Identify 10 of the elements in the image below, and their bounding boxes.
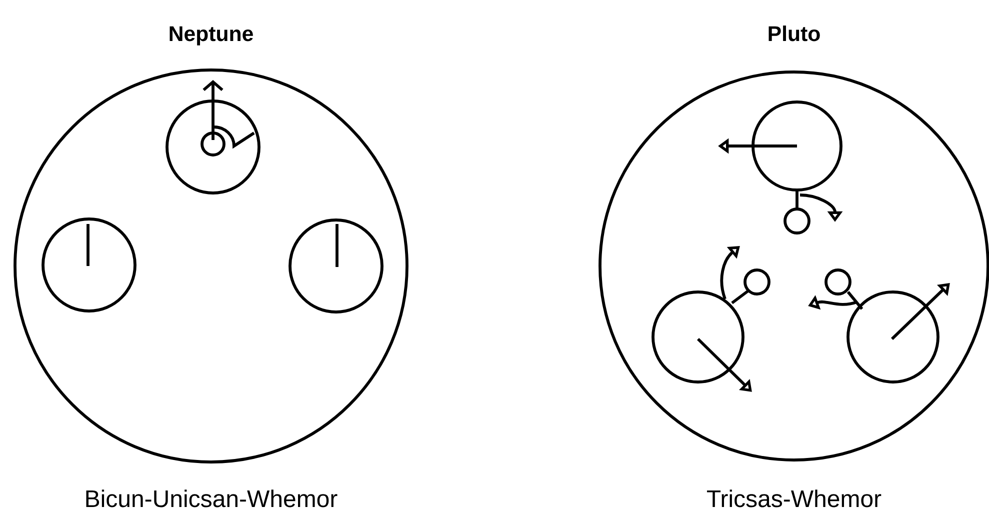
- inner-circle: [288, 218, 384, 314]
- inner-circle: [42, 218, 136, 312]
- planet-label: Bicun-Unicsan-Whemor: [86, 490, 338, 508]
- inner-circle: [166, 100, 260, 194]
- inner-circle: [652, 290, 744, 384]
- heading: Pluto: [768, 26, 820, 42]
- inner-circle: [752, 100, 842, 192]
- planet-label: Tricsas-Whemor: [707, 490, 882, 508]
- inner-circle: [846, 290, 940, 384]
- heading: Neptune: [170, 26, 253, 46]
